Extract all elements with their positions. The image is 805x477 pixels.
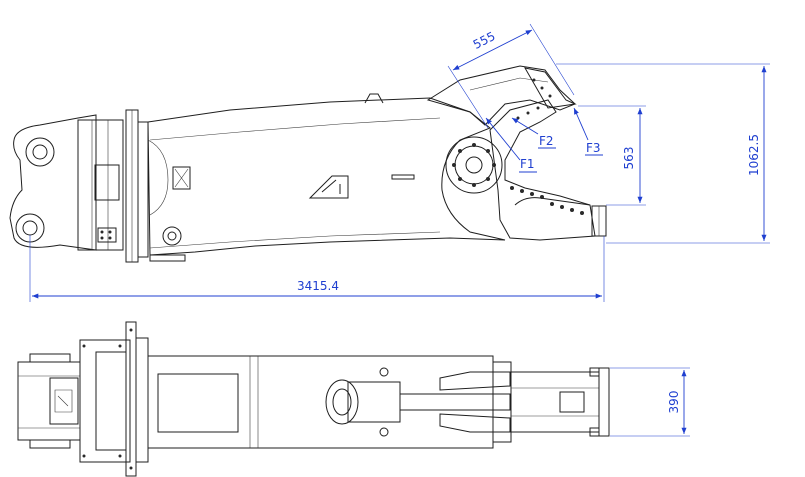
jaw-depth-label: 555 [471, 29, 498, 52]
f1-label: F1 [520, 157, 535, 171]
top-main-body [147, 355, 494, 449]
force-point-f2: F2 [511, 117, 556, 149]
dimension-overall-height: 1062.5 [556, 63, 770, 244]
f3-label: F3 [586, 141, 601, 155]
top-jaw-tip [598, 367, 610, 437]
upper-blade [524, 67, 577, 109]
side-view [9, 65, 607, 263]
main-body [147, 97, 506, 256]
lifting-eye [364, 93, 384, 104]
overall-length-label: 3415.4 [297, 279, 339, 293]
rotation-housing [77, 119, 124, 251]
top-jaw-arms [439, 371, 511, 433]
dimension-overall-length: 3415.4 [29, 235, 605, 302]
upper-jaw [426, 65, 576, 126]
top-cylinder-end [325, 379, 359, 425]
force-point-f1: F1 [485, 117, 537, 173]
jaw-width-label: 390 [667, 391, 681, 414]
mounting-bracket [9, 114, 97, 251]
lower-jaw-bolts [510, 106, 584, 215]
dimension-jaw-width: 390 [610, 367, 690, 437]
force-point-f3: F3 [573, 107, 603, 156]
logo [308, 175, 349, 199]
hydraulic-port [162, 226, 182, 246]
jaw-pivot [445, 136, 503, 194]
lower-jaw [489, 99, 596, 241]
upper-pin-hole [25, 137, 55, 167]
dimension-jaw-opening: 563 [578, 105, 646, 206]
overall-height-label: 1062.5 [747, 134, 761, 176]
top-cylinder [347, 381, 401, 423]
f2-label: F2 [539, 134, 554, 148]
flange-bolts [82, 328, 133, 470]
top-view [17, 321, 610, 477]
top-rotation-module [79, 339, 131, 463]
jaw-opening-label: 563 [622, 147, 636, 170]
pivot-bolts [452, 143, 496, 187]
